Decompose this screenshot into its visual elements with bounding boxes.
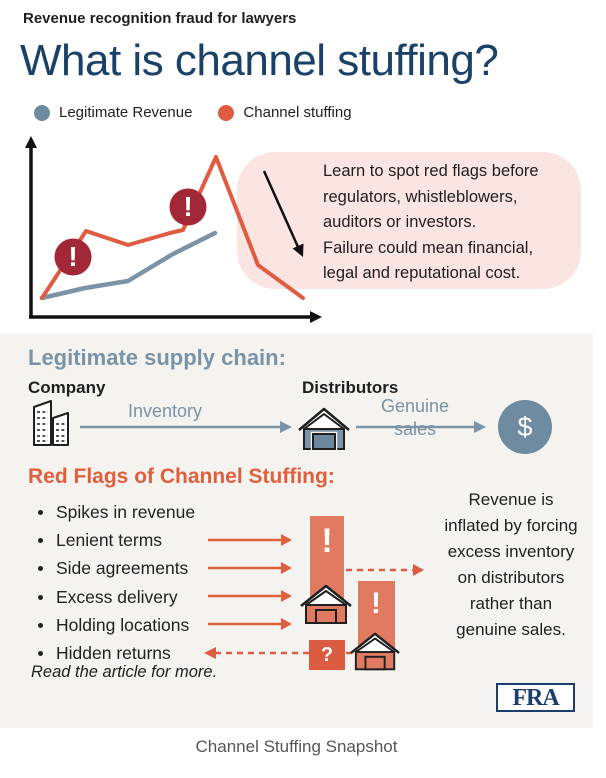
svg-text:!: !: [183, 191, 192, 222]
supply-chain-heading: Legitimate supply chain:: [28, 345, 286, 370]
downturn-arrow-icon: [262, 170, 304, 257]
callout-line: Failure could mean financial,: [323, 238, 534, 257]
inventory-label: Inventory: [127, 401, 203, 421]
bullet-icon: [38, 622, 43, 628]
band-graphics-svg: $ ! !: [33, 400, 552, 671]
bar1-warning-glyph: !: [321, 522, 332, 560]
bullet-icon: [38, 566, 43, 572]
dollar-icon: $: [498, 400, 552, 454]
callout-line: auditors or investors.: [323, 213, 477, 231]
image-caption: Channel Stuffing Snapshot: [195, 737, 398, 756]
list-item: Lenient terms: [38, 526, 195, 554]
eyebrow-text: Revenue recognition fraud for lawyers: [23, 10, 297, 27]
list-item: Spikes in revenue: [38, 498, 195, 526]
callout-line: regulators, whistleblowers,: [323, 187, 518, 206]
list-item: Hidden returns: [38, 639, 195, 667]
company-label: Company: [28, 378, 106, 397]
bullet-icon: [38, 509, 43, 515]
callout-text: Learn to spot red flags before regulator…: [323, 159, 577, 287]
legend-dot-red-icon: [218, 104, 235, 121]
chart-axes: [25, 136, 322, 323]
list-item: Side agreements: [38, 555, 195, 583]
svg-text:$: $: [517, 412, 532, 442]
list-item: Excess delivery: [38, 583, 195, 611]
list-item: Holding locations: [38, 611, 195, 639]
question-box: [309, 640, 345, 670]
warning-badge-icon: !: [54, 238, 92, 276]
bullet-icon: [38, 537, 43, 543]
detail-band: $ ! !: [0, 334, 593, 728]
bullet-icon: [38, 594, 43, 600]
legitimate-revenue-line: [39, 230, 218, 301]
company-building-icon: [33, 400, 69, 446]
red-flags-heading: Red Flags of Channel Stuffing:: [28, 465, 335, 488]
legend-label: Legitimate Revenue: [59, 104, 193, 121]
inventory-arrow-icon: [80, 421, 292, 433]
callout-line: legal and reputational cost.: [323, 264, 521, 282]
line-chart-svg: !!: [25, 136, 322, 323]
red-flag-arrowheads: [281, 534, 292, 630]
y-axis-arrow-icon: [25, 136, 37, 148]
revenue-sketch-chart: !! Learn to spot red flags before regula…: [0, 135, 606, 335]
red-flags-list: Spikes in revenue Lenient terms Side agr…: [38, 498, 195, 668]
x-axis-arrow-icon: [310, 311, 322, 323]
chart-legend: Legitimate Revenue Channel stuffing: [34, 104, 352, 121]
holding-warehouse-icon-2: [350, 632, 400, 671]
side-explainer-text: Revenue is inflated by forcing excess in…: [444, 490, 578, 639]
sales-arrow-icon: [356, 421, 486, 433]
holding-warehouse-icon-1: [300, 584, 352, 624]
excess-inventory-dashed-arrow-icon: [346, 564, 424, 576]
fra-logo: FRA: [496, 683, 575, 712]
legend-item-legitimate: Legitimate Revenue: [34, 104, 192, 121]
read-more-note: Read the article for more.: [31, 663, 218, 681]
callout-line: Learn to spot red flags before: [323, 162, 539, 180]
warning-badges: !!: [54, 188, 207, 276]
distributor-warehouse-icon: [298, 407, 350, 451]
legend-item-stuffing: Channel stuffing: [218, 104, 352, 121]
page-title: What is channel stuffing?: [20, 36, 499, 85]
legend-label: Channel stuffing: [243, 104, 352, 121]
callout-panel: [237, 152, 581, 289]
legend-dot-blue-icon: [34, 104, 50, 121]
channel-stuffing-line: [40, 155, 305, 300]
warning-badge-icon: !: [169, 188, 207, 226]
svg-text:!: !: [68, 241, 77, 272]
red-flag-arrows: [208, 538, 283, 626]
bar2-warning-glyph: !: [371, 587, 381, 620]
bullet-icon: [38, 651, 43, 657]
distributors-label: Distributors: [302, 378, 399, 397]
genuine-sales-label: Genuine sales: [380, 396, 450, 439]
question-glyph: ?: [321, 644, 333, 666]
